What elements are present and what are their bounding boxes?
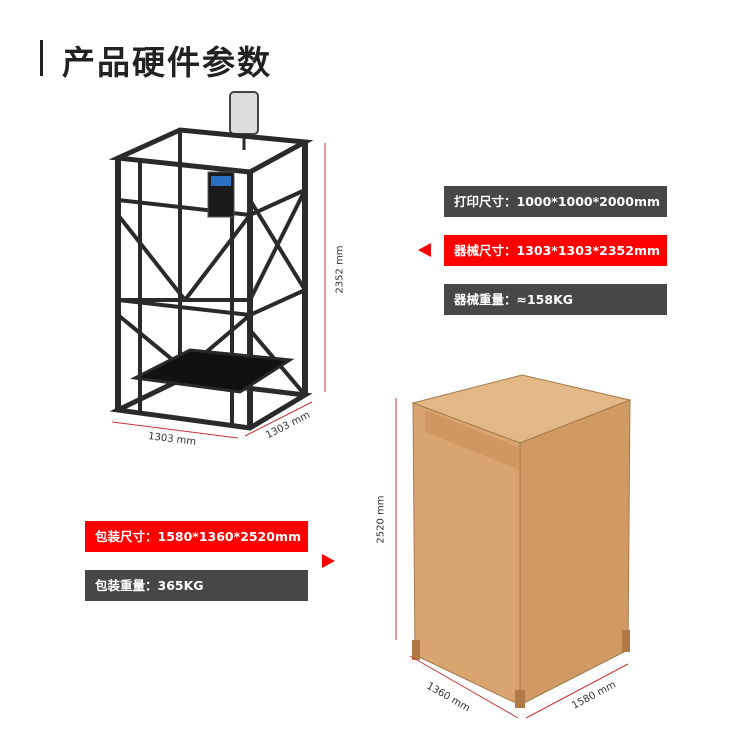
pointer-arrow-left-icon <box>418 243 431 257</box>
crate-dimension-lines <box>395 398 629 719</box>
package-weight-label: 包装重量：365KG <box>85 570 308 601</box>
machine-height-dimension: 2352 mm <box>334 245 346 294</box>
machine-size-label: 器械尺寸：1303*1303*2352mm <box>444 235 667 266</box>
machine-dimension-lines <box>111 143 326 439</box>
print-size-label: 打印尺寸：1000*1000*2000mm <box>444 186 667 217</box>
wooden-crate-image <box>411 374 632 708</box>
package-height-dimension: 2520 mm <box>375 495 387 544</box>
title-accent-bar <box>40 40 43 76</box>
package-size-label: 包装尺寸：1580*1360*2520mm <box>85 521 308 552</box>
pointer-arrow-right-icon <box>322 554 335 568</box>
machine-weight-label: 器械重量：≈158KG <box>444 284 667 315</box>
printer-frame-image <box>108 91 314 431</box>
page-title: 产品硬件参数 <box>62 43 272 82</box>
